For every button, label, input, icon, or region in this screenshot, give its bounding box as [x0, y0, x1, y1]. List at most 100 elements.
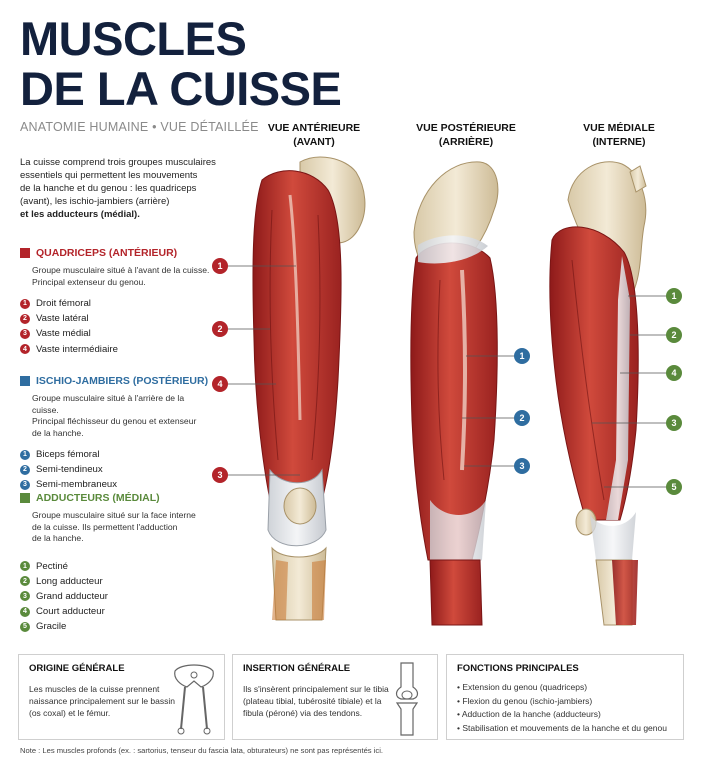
intro-line: et les adducteurs (médial).: [20, 209, 140, 220]
view-title-line: VUE MÉDIALE: [583, 122, 655, 134]
number-badge: 4: [20, 344, 30, 355]
view-title-anterior: VUE ANTÉRIEURE (AVANT): [249, 121, 379, 149]
intro-line: essentiels qui permettent les mouvements: [20, 170, 198, 181]
list-item: 2 Vaste latéral: [20, 311, 225, 326]
number-badge: 2: [20, 576, 30, 587]
description-line: de la hanche.: [32, 533, 84, 543]
callout-anterior-1: 1: [212, 258, 228, 274]
muscle-separation-line: [437, 279, 445, 481]
function-label: Flexion du genou (ischio-jambiers): [462, 695, 593, 706]
patella-bone: [283, 487, 317, 525]
knee-joint-icon: [395, 662, 419, 736]
functions-box: FONCTIONS PRINCIPALES • Extension du gen…: [446, 654, 684, 740]
muscle-label: Pectiné: [36, 560, 68, 572]
anterior-leader-lines: [228, 265, 300, 476]
view-title-posterior: VUE POSTÉRIEURE (ARRIÈRE): [401, 121, 531, 149]
lower-leg-muscle: [312, 560, 326, 620]
list-item: 3 Grand adducteur: [20, 589, 225, 604]
muscle-separation-line: [269, 209, 279, 461]
group-quadriceps-description: Groupe musculaire situé à l'avant de la …: [32, 265, 212, 288]
femur-shaft: [606, 256, 630, 520]
knee-tendon: [430, 500, 486, 568]
view-title-line: VUE POSTÉRIEURE: [416, 122, 516, 134]
description-line: de la hanche.: [32, 427, 84, 438]
quadriceps-color-swatch: [20, 248, 30, 258]
functions-list: • Extension du genou (quadriceps) • Flex…: [457, 681, 667, 735]
callout-posterior-1: 1: [514, 348, 530, 364]
number-badge: 2: [20, 313, 30, 324]
quadriceps-muscle-list: 1 Droit fémoral 2 Vaste latéral 3 Vaste méd…: [20, 296, 225, 357]
origin-title: ORIGINE GÉNÉRALE: [29, 663, 125, 674]
text-line: (plateau tibial, tubérosité tibiale) et …: [243, 696, 382, 706]
muscle-tendon-line: [288, 194, 302, 421]
list-item: • Extension du genou (quadriceps): [457, 682, 588, 692]
knee-tendon: [590, 512, 636, 560]
muscle-label: Grand adducteur: [36, 590, 108, 602]
callout-medial-2: 2: [666, 327, 682, 343]
title-line-1: MUSCLES: [20, 12, 247, 65]
group-quadriceps-title: QUADRICEPS (ANTÉRIEUR): [36, 247, 178, 259]
number-badge: 3: [20, 328, 30, 339]
insertion-text: Ils s'insèrent principalement sur le tib…: [243, 683, 389, 719]
muscle-label: Droit fémoral: [36, 298, 91, 310]
functions-title: FONCTIONS PRINCIPALES: [457, 663, 579, 674]
text-line: fibula (péroné) via des tendons.: [243, 708, 363, 718]
list-item: • Flexion du genou (ischio-jambiers): [457, 695, 593, 706]
list-item: • Stabilisation et mouvements de la hanc…: [457, 722, 667, 733]
pelvis-femur-icon: [174, 664, 214, 735]
sacrum-bone: [629, 165, 647, 193]
description-line: Groupe musculaire situé à l'avant de la …: [32, 265, 210, 275]
muscle-label: Biceps fémoral: [36, 449, 100, 461]
intro-text: La cuisse comprend trois groupes muscula…: [20, 156, 220, 221]
number-badge: 1: [20, 298, 30, 309]
lower-leg-muscle: [272, 560, 288, 620]
medial-adductor-muscle: [549, 226, 639, 521]
muscle-label: Vaste latéral: [36, 313, 89, 325]
calf-muscle: [612, 560, 638, 625]
intro-line: de la hanche et du genou : les quadricep…: [20, 183, 197, 194]
view-title-line: (ARRIÈRE): [438, 136, 494, 148]
adducteurs-color-swatch: [20, 493, 30, 503]
semitendinosus-tendon: [460, 269, 467, 471]
callout-medial-1: 1: [666, 288, 682, 304]
text-line: Ils s'insèrent principalement sur le tib…: [243, 684, 389, 694]
group-adducteurs-title: ADDUCTEURS (MÉDIAL): [36, 492, 160, 504]
description-line: Groupe musculaire situé à l'arrière de l…: [32, 393, 185, 415]
function-label: Adduction de la hanche (adducteurs): [461, 709, 601, 719]
muscle-label: Semi-tendineux: [36, 464, 103, 476]
description-line: Principal fléchisseur du genou et extens…: [32, 416, 197, 426]
callout-anterior-2: 2: [212, 321, 228, 337]
page-title: MUSCLES DE LA CUISSE: [20, 12, 342, 114]
function-label: Stabilisation et mouvements de la hanche…: [462, 722, 667, 733]
muscle-separation-line: [311, 214, 321, 461]
intro-line: (avant), les ischio-jambiers (arrière): [20, 196, 170, 207]
number-badge: 3: [20, 591, 30, 602]
group-quadriceps-header: QUADRICEPS (ANTÉRIEUR): [20, 247, 225, 259]
group-ischio-header: ISCHIO-JAMBIERS (POSTÉRIEUR): [20, 375, 225, 387]
group-adducteurs: ADDUCTEURS (MÉDIAL) Groupe musculaire si…: [20, 492, 225, 634]
origin-text: Les muscles de la cuisse prennent naissa…: [29, 683, 175, 719]
gluteal-tendon: [418, 235, 488, 264]
number-badge: 4: [20, 606, 30, 617]
muscle-label: Gracile: [36, 621, 67, 633]
list-item: • Adduction de la hanche (adducteurs): [457, 709, 601, 719]
calf-muscle: [429, 559, 483, 626]
group-ischio-description: Groupe musculaire situé à l'arrière de l…: [32, 393, 212, 439]
anterior-thigh-figure: [252, 156, 366, 621]
footnote: Note : Les muscles profonds (ex. : sarto…: [20, 746, 383, 755]
text-line: Les muscles de la cuisse prennent: [29, 684, 160, 694]
description-line: Principal extenseur du genou.: [32, 276, 146, 287]
muscle-label: Semi-membraneux: [36, 479, 118, 491]
muscle-label: Vaste médial: [36, 328, 91, 340]
view-title-line: VUE ANTÉRIEURE: [267, 122, 361, 134]
callout-posterior-3: 3: [514, 458, 530, 474]
view-title-line: (INTERNE): [592, 136, 646, 148]
